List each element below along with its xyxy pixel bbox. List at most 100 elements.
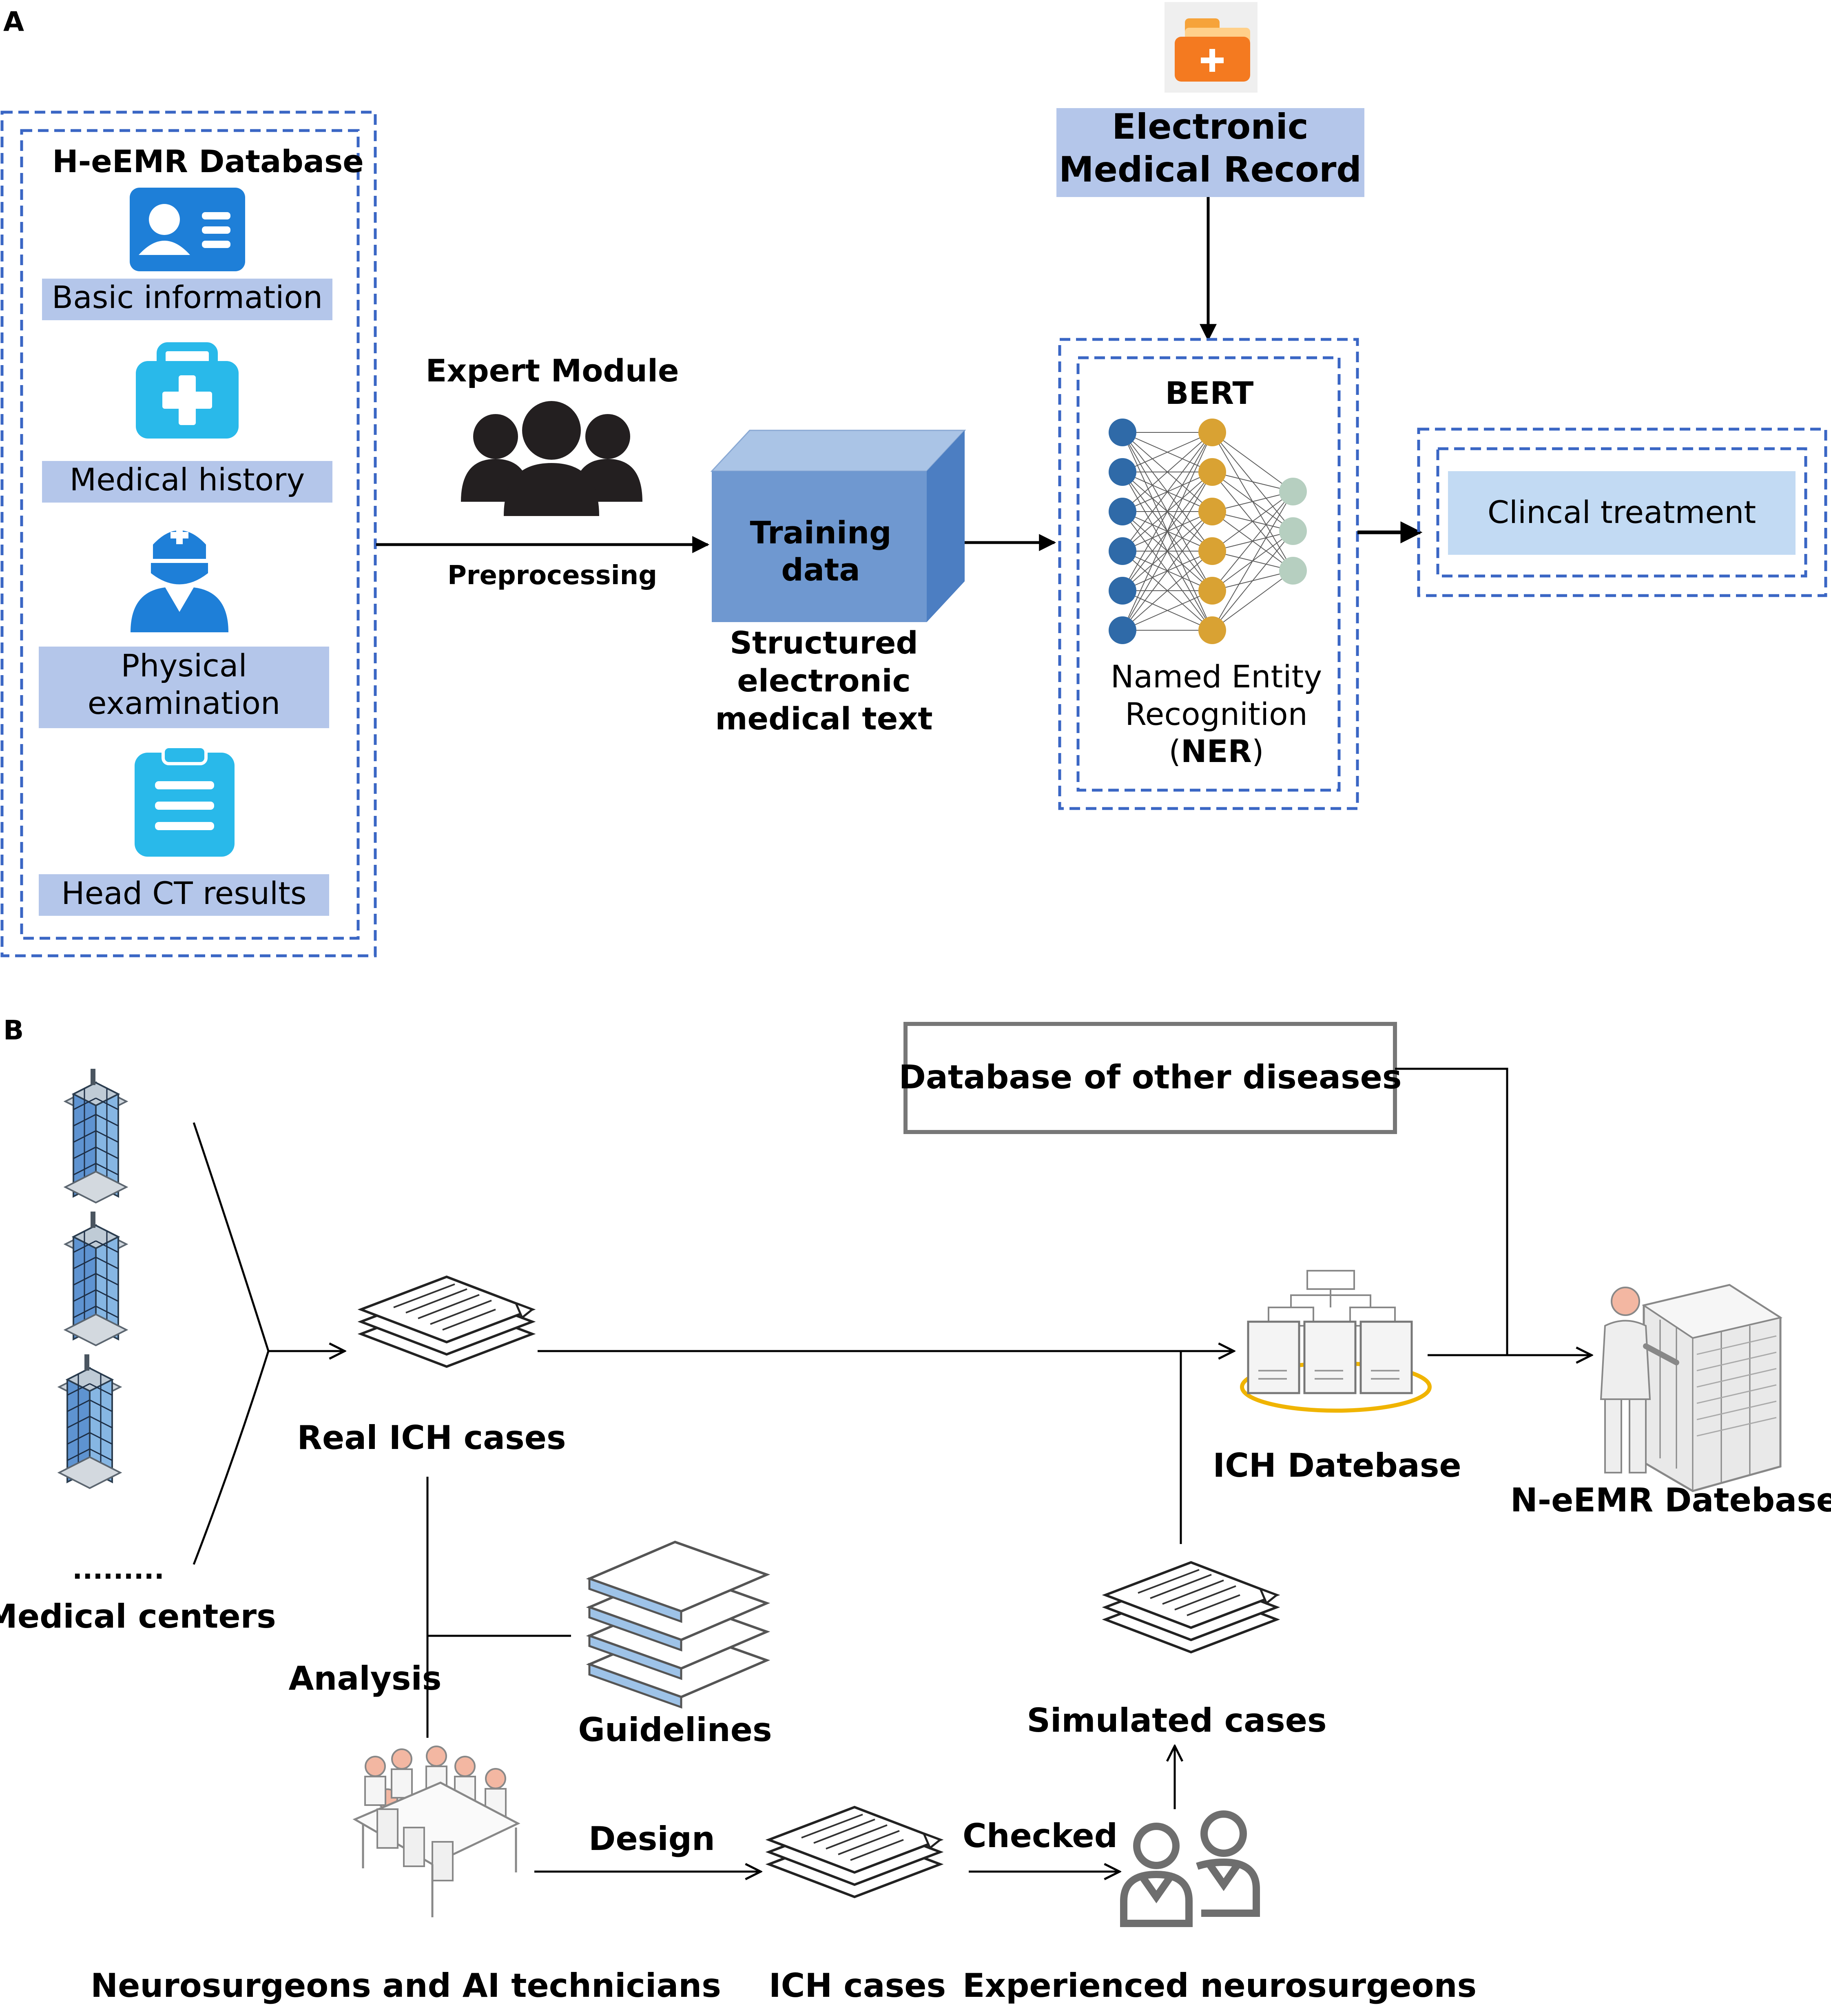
guidelines-label: Guidelines xyxy=(578,1711,772,1749)
ner-paren-close: ) xyxy=(1252,733,1264,769)
network-edge xyxy=(1212,570,1293,631)
server-cluster-icon xyxy=(1240,1270,1432,1413)
network-edge xyxy=(1122,551,1213,631)
folder-plus-icon xyxy=(1175,18,1250,82)
network-node-layer-2 xyxy=(1198,419,1226,446)
network-edge xyxy=(1212,491,1293,591)
medical-history-label: Medical history xyxy=(70,461,305,498)
network-edge xyxy=(1122,511,1213,631)
emr-title-line2: Medical Record xyxy=(1059,149,1362,190)
network-edge xyxy=(1212,432,1293,492)
network-edge xyxy=(1122,590,1213,631)
meeting-team-icon xyxy=(352,1746,520,1917)
books-icon xyxy=(586,1540,770,1709)
people-group-icon xyxy=(461,401,642,516)
real-ich-label: Real ICH cases xyxy=(297,1419,566,1457)
ich-cases-documents-icon xyxy=(769,1807,940,1897)
ich-database-label: ICH Datebase xyxy=(1213,1447,1461,1484)
other-diseases-box xyxy=(903,1022,1397,1134)
building-icon-2 xyxy=(64,1211,127,1346)
network-edge xyxy=(1122,432,1213,512)
head-ct-label-box xyxy=(39,874,329,916)
bert-label: BERT xyxy=(1165,375,1254,411)
bert-outer-border xyxy=(1058,338,1359,810)
clinical-outer-border xyxy=(1417,428,1827,597)
network-edge xyxy=(1122,432,1213,552)
network-node-layer-3 xyxy=(1279,557,1307,585)
training-data-line1: Training xyxy=(750,514,892,551)
database-title: H-eEMR Database xyxy=(52,143,364,179)
network-node-layer-2 xyxy=(1198,498,1226,525)
training-data-line2: data xyxy=(781,552,860,588)
nurse-icon xyxy=(131,526,228,632)
checked-label: Checked xyxy=(963,1817,1118,1855)
network-node-layer-1 xyxy=(1109,537,1136,565)
network-edge xyxy=(1212,491,1293,552)
network-node-layer-2 xyxy=(1198,577,1226,605)
centers-brace xyxy=(193,1122,270,1565)
network-edge xyxy=(1212,531,1293,631)
neemr-database-label: N-eEMR Datebase xyxy=(1510,1481,1831,1519)
ner-line2: Recognition xyxy=(1125,696,1308,732)
physical-exam-label-line1: Physical xyxy=(121,647,247,684)
server-room-icon xyxy=(1600,1284,1783,1492)
simulated-documents-icon xyxy=(1105,1562,1277,1652)
analysis-label: Analysis xyxy=(288,1659,441,1697)
ner-line1: Named Entity xyxy=(1111,658,1322,695)
preprocessing-label: Preprocessing xyxy=(447,560,657,591)
basic-info-label: Basic information xyxy=(52,279,323,315)
physical-exam-label-box xyxy=(39,647,329,728)
experienced-label: Experienced neurosurgeons xyxy=(963,1967,1477,2005)
network-node-layer-1 xyxy=(1109,577,1136,605)
clinical-inner-border xyxy=(1436,447,1807,578)
head-ct-label: Head CT results xyxy=(61,875,306,911)
emr-title-line1: Electronic xyxy=(1112,106,1308,147)
physical-exam-label-line2: examination xyxy=(88,685,280,721)
ner-paren-open: ( xyxy=(1169,733,1181,769)
users-outline-icon xyxy=(1120,1810,1260,1927)
ner-line3: (NER) xyxy=(1169,733,1264,769)
network-node-layer-2 xyxy=(1198,616,1226,644)
network-edge xyxy=(1212,491,1293,631)
clinical-label-box xyxy=(1448,471,1796,555)
network-node-layer-3 xyxy=(1279,478,1307,505)
network-node-layer-2 xyxy=(1198,537,1226,565)
training-data-cube xyxy=(710,430,966,622)
structured-text-line1: Structured xyxy=(730,625,918,661)
bert-inner-border xyxy=(1076,356,1341,792)
panel-a-label: A xyxy=(3,6,24,38)
network-node-layer-1 xyxy=(1109,458,1136,486)
network-node-layer-2 xyxy=(1198,458,1226,486)
medical-history-label-box xyxy=(42,461,332,503)
medical-centers-label: Medical centers xyxy=(0,1597,276,1635)
network-edge xyxy=(1122,432,1213,631)
network-node-layer-3 xyxy=(1279,517,1307,545)
ner-abbreviation: NER xyxy=(1181,733,1252,769)
real-ich-documents-icon xyxy=(361,1277,532,1367)
structured-text-line2: electronic xyxy=(737,662,910,699)
structured-text-line3: medical text xyxy=(715,700,932,737)
centers-ellipsis: ......... xyxy=(72,1554,164,1585)
network-node-layer-1 xyxy=(1109,498,1136,525)
network-edge xyxy=(1122,472,1213,631)
database-outer-border xyxy=(0,111,377,957)
network-edge xyxy=(1122,432,1213,591)
panel-b-label: B xyxy=(3,1015,24,1046)
other-diseases-label: Database of other diseases xyxy=(899,1058,1402,1096)
database-inner-border xyxy=(20,129,360,940)
expert-module-label: Expert Module xyxy=(425,352,679,389)
clinical-label: Clincal treatment xyxy=(1488,494,1756,530)
id-card-icon xyxy=(130,188,245,271)
clipboard-icon xyxy=(135,745,235,857)
simulated-label: Simulated cases xyxy=(1027,1701,1326,1739)
medical-kit-icon xyxy=(136,342,239,439)
team-label: Neurosurgeons and AI technicians xyxy=(91,1967,721,2005)
other-diseases-connector xyxy=(1395,1068,1508,1355)
ich-cases-label: ICH cases xyxy=(769,1967,946,2005)
building-icon-1 xyxy=(64,1068,127,1203)
building-icon-3 xyxy=(58,1354,121,1489)
neural-network-icon xyxy=(1109,419,1307,644)
network-node-layer-1 xyxy=(1109,419,1136,446)
network-node-layer-1 xyxy=(1109,616,1136,644)
